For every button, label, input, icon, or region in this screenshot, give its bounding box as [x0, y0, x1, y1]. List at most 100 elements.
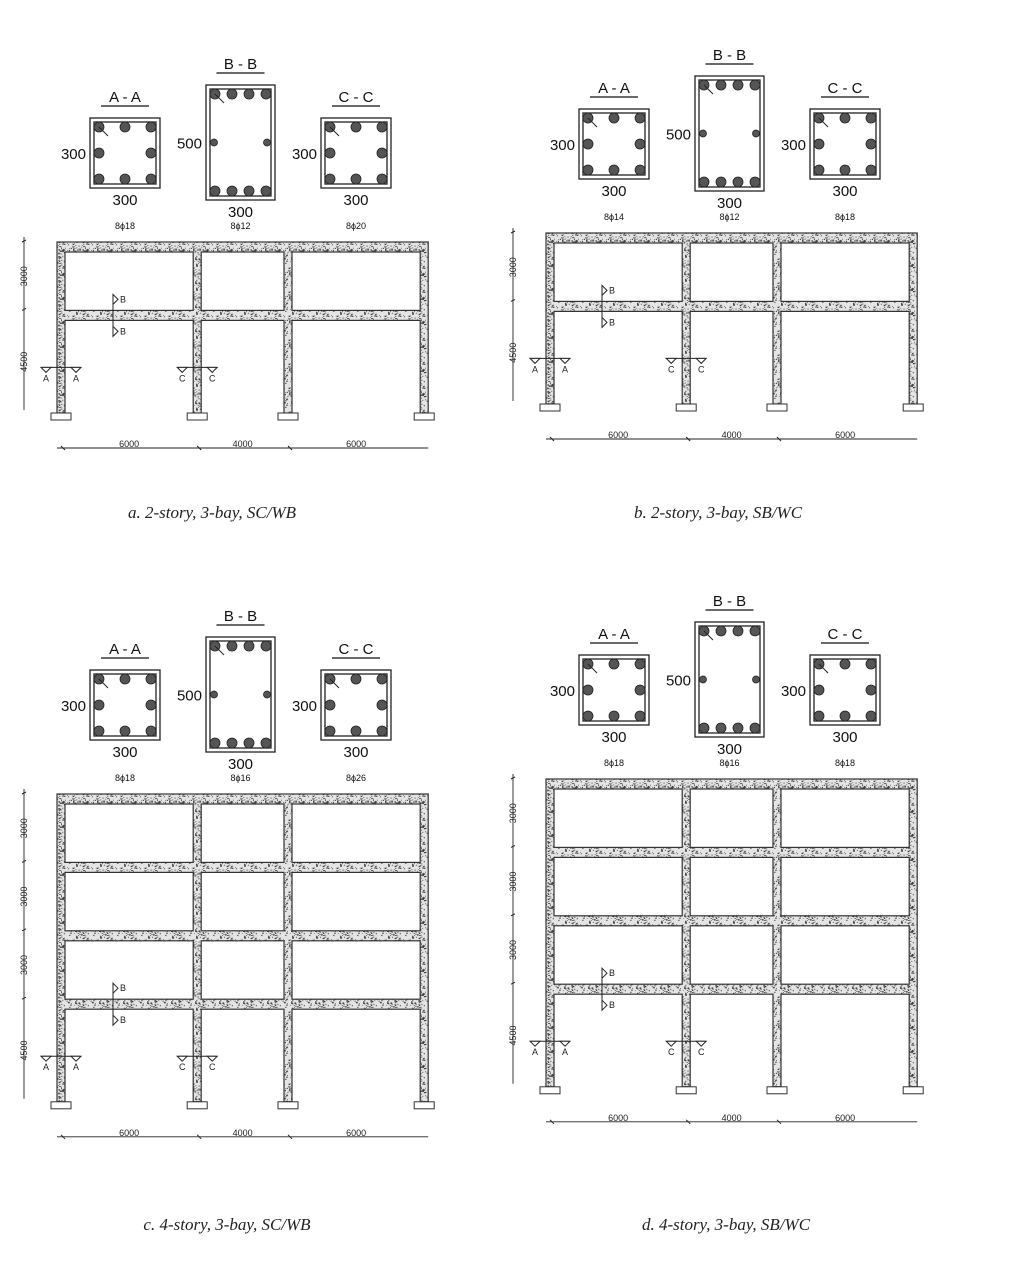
frame-opening	[553, 993, 683, 1098]
rebar-label: 8ϕ16	[230, 773, 250, 783]
rebar-bar	[732, 79, 744, 91]
rebar-bar	[145, 673, 157, 685]
rebar-bar	[865, 164, 877, 176]
section-title: A - A	[598, 626, 630, 643]
rebar-bar	[376, 673, 388, 685]
rebar-bar	[715, 625, 727, 637]
rebar-bar	[582, 710, 594, 722]
ground-mask	[540, 404, 924, 419]
dimension-tick	[287, 445, 293, 451]
caption-a: a. 2-story, 3-bay, SC/WB	[127, 503, 297, 522]
rebar-bar	[582, 138, 594, 150]
rebar-bar	[260, 640, 272, 652]
section-title: B - B	[713, 47, 746, 64]
ground-mask	[540, 1087, 924, 1102]
bay-width-label: 4000	[233, 439, 253, 449]
dimension-tick	[510, 844, 516, 848]
frame-opening	[200, 251, 285, 312]
section-height-label: 300	[61, 146, 86, 163]
footing	[539, 1086, 561, 1095]
marker-triangle-icon	[205, 1055, 219, 1062]
section-marker-b: BB	[112, 293, 126, 338]
bay-width-label: 6000	[835, 430, 855, 440]
frame-opening	[780, 242, 910, 303]
rebar-bar	[698, 722, 710, 734]
marker-triangle-icon	[112, 293, 119, 306]
section-width-label: 300	[601, 183, 626, 200]
rebar-bar	[634, 112, 646, 124]
story-height-label: 3000	[19, 955, 29, 975]
section-width-label: 300	[228, 204, 253, 221]
marker-label: A	[562, 364, 568, 374]
stirrup-hook	[703, 84, 714, 95]
frame-opening	[780, 310, 910, 415]
rebar-bar	[210, 138, 218, 147]
rebar-bar	[119, 121, 131, 133]
dimension-tick	[510, 981, 516, 985]
stirrup	[698, 625, 761, 734]
bay-width-label: 4000	[722, 1113, 742, 1123]
marker-label: A	[43, 373, 49, 383]
section-width-label: 300	[343, 744, 368, 761]
dimension-tick	[685, 436, 691, 442]
rebar-bar	[749, 79, 761, 91]
footing	[766, 403, 788, 412]
story-height-label: 3000	[508, 940, 518, 960]
rebar-bar	[226, 88, 238, 100]
footing	[50, 412, 72, 421]
marker-label: C	[698, 364, 705, 374]
frame-opening	[553, 242, 683, 303]
stirrup-hook	[818, 117, 829, 128]
stirrup-hook	[703, 630, 714, 641]
section-title: A - A	[109, 641, 141, 658]
section-marker-b: BB	[601, 966, 615, 1012]
frame-opening	[64, 940, 194, 1000]
story-height-label: 4500	[19, 1040, 29, 1060]
frame-opening	[200, 803, 285, 864]
caption-d: d. 4-story, 3-bay, SB/WC	[641, 1215, 811, 1234]
rebar-bar	[813, 138, 825, 150]
rebar-bar	[350, 725, 362, 737]
marker-label: C	[179, 1062, 186, 1072]
rebar-bar	[226, 737, 238, 749]
footing	[539, 403, 561, 412]
section-width-label: 300	[832, 729, 857, 746]
marker-triangle-icon	[205, 366, 219, 374]
caption-b: b. 2-story, 3-bay, SB/WC	[633, 503, 803, 522]
marker-label: A	[562, 1047, 568, 1057]
section-height-label: 300	[61, 698, 86, 715]
story-height-label: 3000	[508, 872, 518, 892]
rebar-label: 8ϕ16	[719, 758, 739, 768]
dimension-tick	[549, 436, 555, 442]
section-width-label: 300	[717, 195, 742, 212]
rebar-bar	[634, 164, 646, 176]
section-width-label: 300	[228, 756, 253, 773]
rebar-bar	[350, 121, 362, 133]
story-height-label: 3000	[19, 887, 29, 907]
rebar-bar	[699, 129, 707, 138]
bay-width-label: 6000	[119, 1128, 139, 1138]
dimension-tick	[196, 1134, 202, 1140]
frame-opening	[689, 242, 774, 303]
rebar-bar	[608, 112, 620, 124]
rebar-bar	[376, 725, 388, 737]
rebar-label: 8ϕ12	[230, 221, 250, 231]
section-height-label: 500	[177, 136, 202, 153]
rebar-bar	[839, 164, 851, 176]
rebar-bar	[226, 185, 238, 197]
section-width-label: 300	[832, 183, 857, 200]
marker-label: C	[668, 1047, 675, 1057]
stirrup-hook	[329, 126, 340, 137]
stirrup	[209, 640, 272, 749]
